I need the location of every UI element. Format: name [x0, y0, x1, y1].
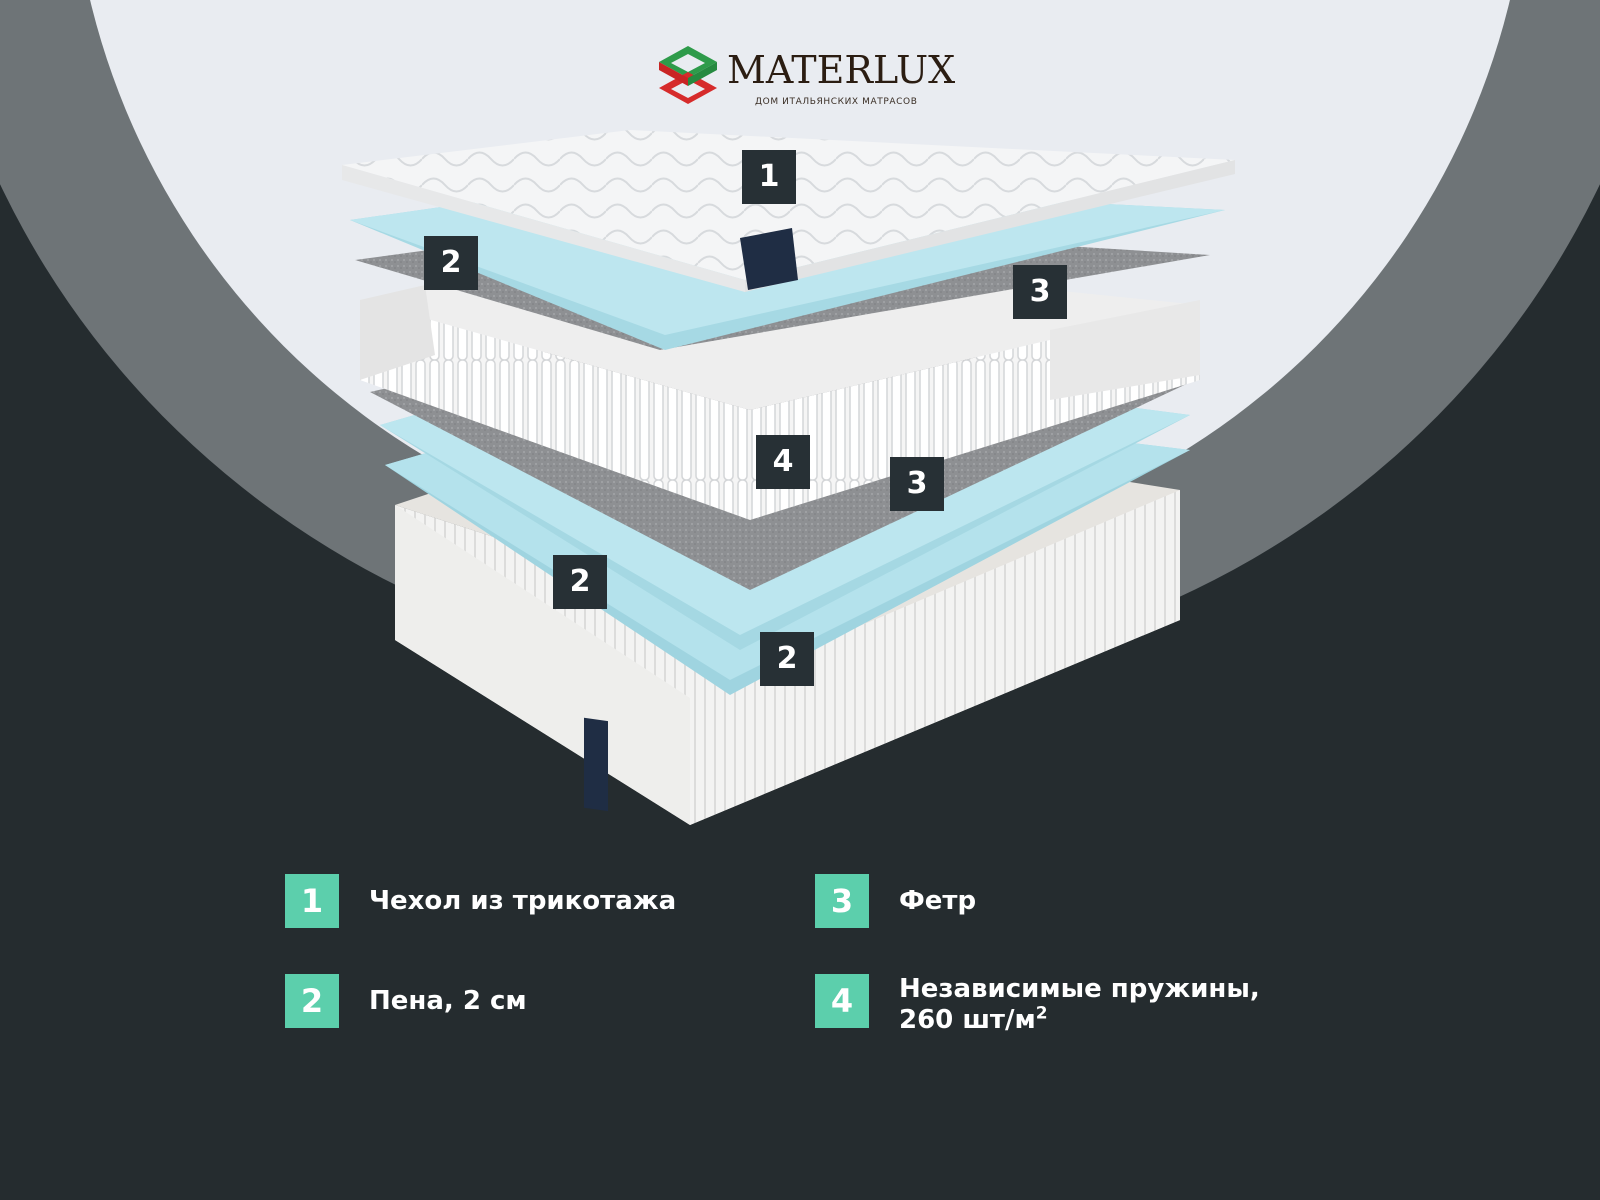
legend-item-cover: 1 Чехол из трикотажа	[285, 874, 676, 928]
legend-item-foam: 2 Пена, 2 см	[285, 974, 527, 1028]
brand-name: MATERLUX	[727, 48, 956, 92]
legend-label: Фетр	[899, 886, 977, 916]
marker-lower-foam-1: 2	[553, 555, 607, 609]
legend-badge: 4	[815, 974, 869, 1028]
marker-upper-felt: 3	[1013, 265, 1067, 319]
marker-lower-foam-2: 2	[760, 632, 814, 686]
legend-badge: 1	[285, 874, 339, 928]
legend-badge: 2	[285, 974, 339, 1028]
marker-upper-foam: 2	[424, 236, 478, 290]
brand-emblem-icon	[659, 46, 717, 104]
marker-springs: 4	[756, 435, 810, 489]
legend-item-felt: 3 Фетр	[815, 874, 976, 928]
legend-label-unit: 260 шт/м	[899, 1005, 1036, 1035]
marker-lower-felt: 3	[890, 457, 944, 511]
legend-badge: 3	[815, 874, 869, 928]
legend-label: Независимые пружины, 260 шт/м2	[899, 974, 1260, 1036]
mattress-layers-illustration	[342, 130, 1235, 825]
legend-label-line: 260 шт/м2	[899, 1005, 1260, 1036]
legend-label-line: Независимые пружины,	[899, 974, 1260, 1004]
knitted-cover-layer	[342, 130, 1235, 292]
legend-label-superscript: 2	[1035, 1003, 1048, 1024]
legend-item-springs: 4 Независимые пружины, 260 шт/м2	[815, 974, 1260, 1036]
marker-cover: 1	[742, 150, 796, 204]
legend-label: Пена, 2 см	[369, 986, 527, 1016]
legend-label: Чехол из трикотажа	[369, 886, 677, 916]
brand-logo: MATERLUX ДОМ ИТАЛЬЯНСКИХ МАТРАСОВ	[655, 44, 955, 114]
brand-tagline: ДОМ ИТАЛЬЯНСКИХ МАТРАСОВ	[755, 97, 918, 107]
